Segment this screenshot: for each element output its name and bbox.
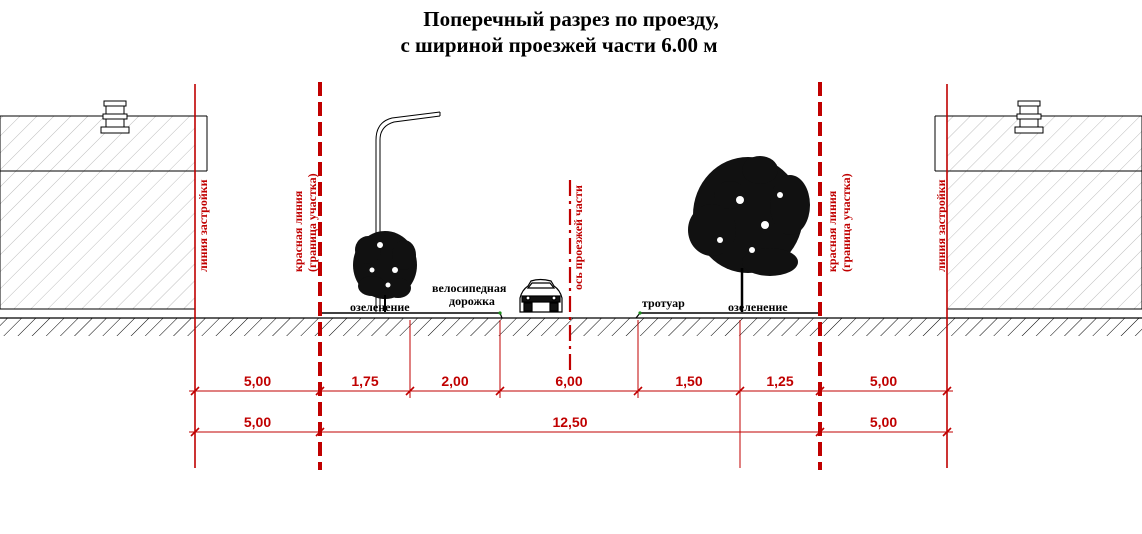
label-red-line-right-1: красная линия [825, 190, 839, 272]
dimension-row-2-tick [315, 427, 325, 437]
label-greenery-left: озеленение [350, 300, 410, 314]
dimension-row-1-tick [633, 386, 643, 396]
dimension-row-1-tick [315, 386, 325, 396]
dimension-row-1-value: 1,50 [675, 373, 702, 389]
label-red-line-left-2: (граница участка) [305, 173, 319, 272]
dimension-row-1-value: 5,00 [870, 373, 897, 389]
dimension-row-1-tick [405, 386, 415, 396]
label-red-line-left-1: красная линия [291, 190, 305, 272]
title-line-2: с шириной проезжей части 6.00 м [400, 33, 718, 57]
dimension-row-2-tick [190, 427, 200, 437]
dimension-row-2-value: 5,00 [244, 414, 271, 430]
dimension-row-1: 5,00 1,75 2,00 6,00 1,50 1,25 5,00 [189, 373, 953, 396]
dimension-row-1-tick [495, 386, 505, 396]
dimension-row-1-value: 1,25 [766, 373, 793, 389]
dimension-row-1-tick [735, 386, 745, 396]
dimension-row-1-tick [190, 386, 200, 396]
tree-left [353, 231, 417, 312]
dimension-row-1-value: 2,00 [441, 373, 468, 389]
label-bike-path-2: дорожка [449, 294, 495, 308]
dimension-row-2-value: 12,50 [552, 414, 587, 430]
dimension-row-1-tick [815, 386, 825, 396]
dimension-row-1-value: 1,75 [351, 373, 378, 389]
car [519, 278, 563, 313]
label-sidewalk: тротуар [642, 296, 685, 310]
chimney-left [100, 100, 130, 134]
dimension-row-2-tick [942, 427, 952, 437]
label-building-line-right: линия застройки [934, 179, 948, 272]
dimension-row-1-value: 5,00 [244, 373, 271, 389]
label-red-line-right-2: (граница участка) [839, 173, 853, 272]
dimension-row-2-value: 5,00 [870, 414, 897, 430]
building-right [934, 115, 1142, 310]
diagram-title: Поперечный разрез по проезду, с шириной … [0, 6, 1142, 58]
building-left [0, 115, 208, 310]
title-line-1: Поперечный разрез по проезду, [423, 7, 719, 31]
label-building-line-left: линия застройки [196, 179, 210, 272]
label-bike-path-1: велосипедная [432, 281, 507, 295]
label-road-axis: ось проезжей части [571, 185, 585, 290]
extension-lines [409, 320, 741, 468]
dimension-row-1-tick [942, 386, 952, 396]
dimension-row-2: 5,00 12,50 5,00 [189, 414, 953, 437]
label-greenery-right: озеленение [728, 300, 788, 314]
dimension-row-2-tick [815, 427, 825, 437]
chimney-right [1014, 100, 1044, 134]
tree-right [688, 156, 810, 312]
dimension-row-1-value: 6,00 [555, 373, 582, 389]
